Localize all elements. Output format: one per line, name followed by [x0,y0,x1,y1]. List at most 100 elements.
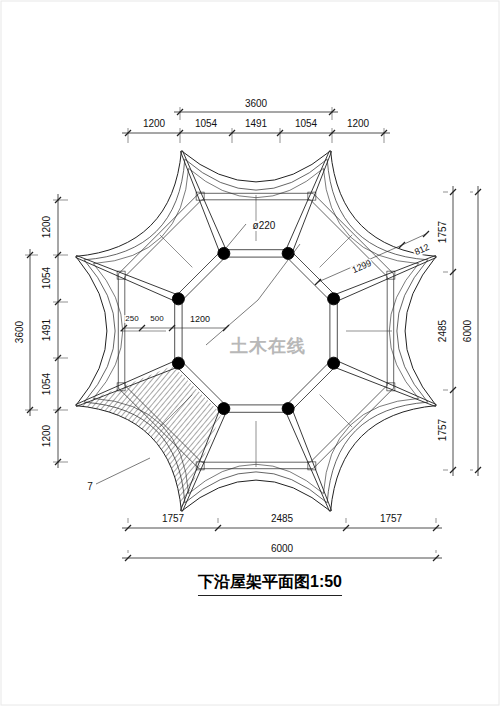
extension-line [128,128,129,143]
jack-rafter [320,235,353,268]
ring-beam-outer [118,193,393,468]
dimension-text: 250 [124,315,139,323]
dimension-tick [450,387,456,393]
extension-line [470,470,473,471]
dimension-tick [215,525,221,531]
hip-rafter [182,410,227,512]
dimension-tick [315,279,321,285]
extension-line [128,518,129,523]
dimension-tick [125,525,131,531]
dimension-text: 1200 [189,315,211,324]
dimension-line [174,112,338,113]
dimension-tick [475,467,481,473]
dimension-line [402,234,426,245]
dimension-text: 1200 [346,119,370,129]
dimension-text: 1491 [42,318,52,342]
jack-rafter [320,395,353,428]
reference-line [258,244,300,300]
bracket-mark [308,192,316,200]
dimension-text: ø220 [252,221,277,231]
column-dot [282,403,294,415]
dimension-tick [169,325,175,331]
column-dot [282,247,294,259]
extension-line [470,192,473,193]
hip-rafter [76,255,179,295]
eave-purlin [93,168,418,493]
dimension-text: 6000 [270,544,294,554]
extension-line [53,410,68,411]
jack-rafter [256,421,257,467]
extension-line [232,128,233,143]
dimension-text: 1200 [42,215,52,239]
watermark: 土木在线 [229,337,307,355]
dimension-text: 2485 [270,514,294,524]
hip-rafter [332,366,435,406]
dimension-tick [450,189,456,195]
hip-rafter [182,150,227,252]
dimension-tick [399,242,405,248]
hip-rafter [285,410,330,512]
hip-rafter [180,407,220,510]
leader-line [96,458,150,484]
dimension-text: 1200 [142,119,166,129]
dimension-line [318,245,402,282]
dimension-line [122,133,390,134]
hip-rafter [180,151,220,254]
extension-line [53,302,68,303]
column-dot [218,403,230,415]
bracket-mark [387,383,395,391]
ring-beam-inner [175,250,338,413]
extension-line [443,272,448,273]
extension-line [346,518,347,523]
dimension-line [122,558,442,559]
extension-line [53,462,68,463]
dimension-text: 2485 [438,319,448,343]
dimension-text: 1054 [294,119,318,129]
column-dot [218,247,230,259]
dimension-tick [450,269,456,275]
dimension-tick [423,231,429,237]
hip-rafter [291,407,331,510]
hip-rafter [75,360,177,405]
rafter-hatching [76,365,222,511]
dimension-tick [139,325,145,331]
extension-line [25,410,38,411]
dimension-line [124,328,226,329]
extension-line [128,550,129,553]
extension-line [332,128,333,143]
column-dot [328,293,340,305]
dimension-text: 7 [86,482,94,492]
dimension-line [58,194,59,468]
dimension-text: 1757 [438,220,448,244]
dimension-line [30,249,31,416]
dimension-tick [450,467,456,473]
dimension-tick [125,555,131,561]
jack-rafter [160,395,193,428]
hip-rafter [332,255,435,295]
dimension-line [478,186,479,476]
dimension-text: 1200 [42,424,52,448]
dimension-tick [433,555,439,561]
bracket-mark [308,462,316,470]
dimension-tick [121,325,127,331]
dimension-text: 1757 [379,514,403,524]
dimension-line [453,186,454,476]
extension-line [53,358,68,359]
jack-rafter [160,235,193,268]
extension-line [180,128,181,143]
dimension-tick [433,525,439,531]
dimension-tick [343,525,349,531]
bracket-mark [196,462,204,470]
extension-line [280,128,281,143]
hip-rafter [75,257,177,302]
dimension-tick [223,325,229,331]
dimension-text: 3600 [15,320,25,344]
bracket-mark [196,192,204,200]
extension-line [443,390,448,391]
eave-board [84,159,428,503]
extension-line [25,255,38,256]
extension-line [53,200,68,201]
extension-line [436,518,437,523]
jack-rafter [346,331,392,332]
extension-line [218,518,219,523]
